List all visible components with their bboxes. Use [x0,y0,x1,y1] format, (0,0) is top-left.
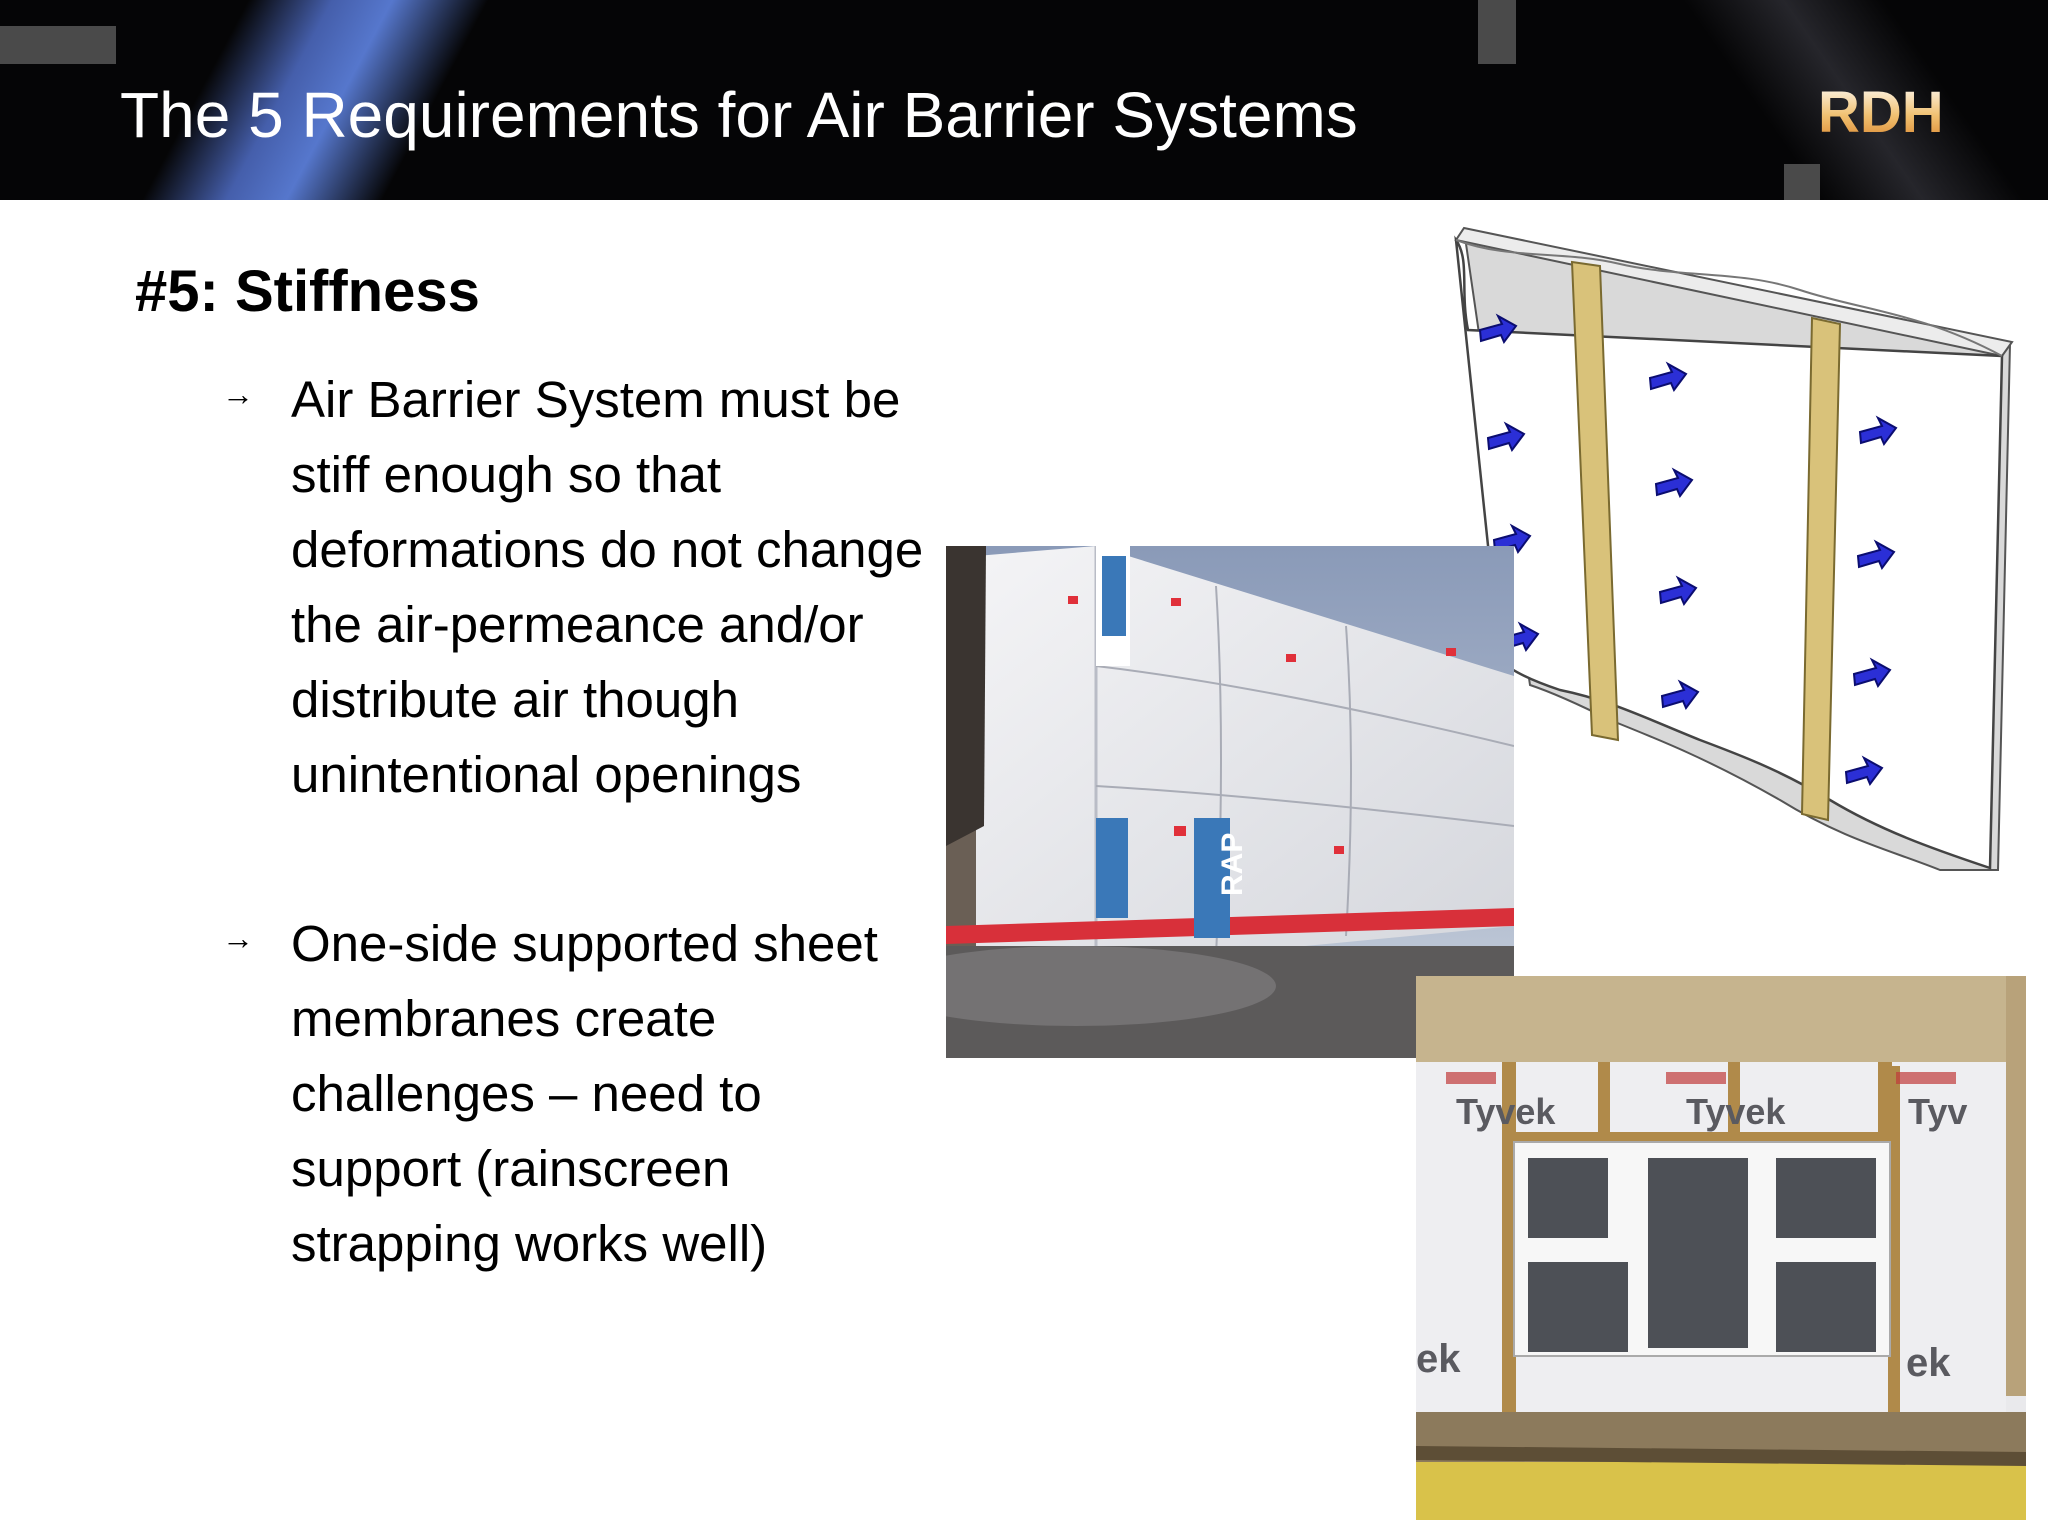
photo-inflated-building-wrap: RAP [946,546,1514,1058]
tyvek-text: Tyvek [1456,1091,1556,1132]
slide-header: The 5 Requirements for Air Barrier Syste… [0,0,2048,200]
tyvek-text: ek [1906,1341,1951,1385]
rdh-logo-icon: RDH [1818,80,1944,140]
section-heading: #5: Stiffness [135,259,480,324]
tyvek-text: Tyvek [1686,1091,1786,1132]
header-decor-block [1478,0,1516,64]
tyvek-text: ek [1416,1337,1461,1381]
header-decor-block [1784,164,1820,200]
tyvek-text: Tyv [1908,1091,1967,1132]
membrane-deformation-diagram [1454,226,2014,871]
logo-text: RDH [1818,80,1944,140]
bullet-text: One-side supported sheet membranes creat… [291,915,878,1272]
arrow-right-icon: → [222,920,254,956]
slide-title: The 5 Requirements for Air Barrier Syste… [120,79,1358,151]
building-wrap-photo-icon: RAP [946,546,1514,1058]
wrap-brand-text: RAP [1216,833,1249,896]
arrow-right-icon: → [222,376,254,412]
air-pressure-arrows [1478,313,1898,786]
tyvek-window-photo-icon: Tyvek Tyvek Tyv ek ek [1416,976,2026,1520]
header-decor-block [0,26,116,64]
bullet-text: Air Barrier System must be stiff enough … [291,371,924,803]
photo-window-tyvek: Tyvek Tyvek Tyv ek ek [1416,976,2026,1520]
